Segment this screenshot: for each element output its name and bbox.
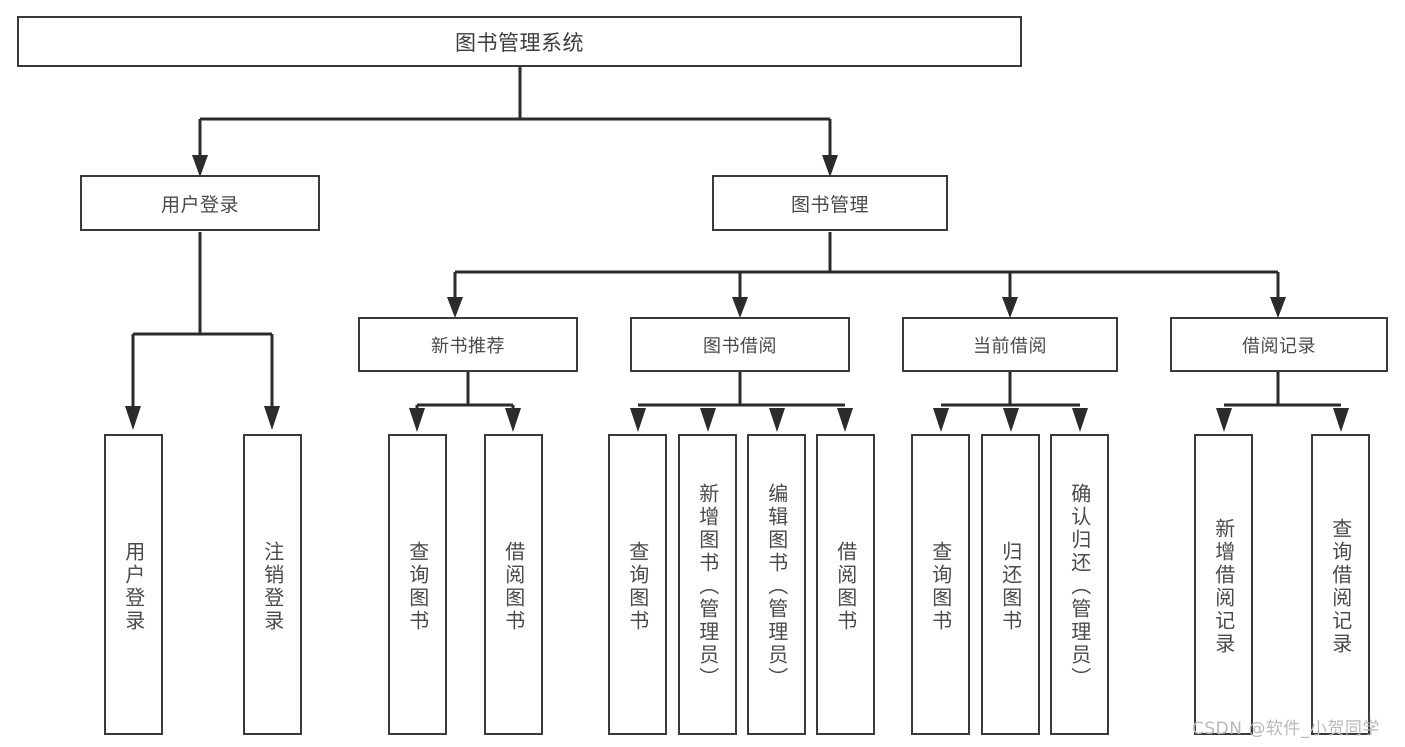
node-label: 图书借阅: [703, 335, 777, 357]
node-leaf-add-borrow-record[interactable]: 新增借阅记录: [1194, 434, 1253, 735]
node-leaf-confirm-return-admin[interactable]: 确认归还（管理员）: [1050, 434, 1109, 735]
arrow-book-management: [822, 155, 838, 177]
node-label: 归还图书: [998, 540, 1023, 633]
node-label: 确认归还（管理员）: [1067, 483, 1092, 690]
arrow-leaf-return-book: [1003, 408, 1019, 432]
arrow-leaf-user-login: [125, 406, 141, 430]
node-book-borrow[interactable]: 图书借阅: [630, 317, 850, 372]
node-user-login[interactable]: 用户登录: [80, 175, 320, 231]
arrow-current-borrow: [1002, 297, 1018, 318]
node-label: 图书管理: [790, 193, 869, 216]
node-leaf-query-book-1[interactable]: 查询图书: [388, 434, 447, 735]
node-label: 用户登录: [121, 540, 146, 633]
arrow-book-borrow: [732, 297, 748, 318]
csdn-watermark: CSDN @软件_小贺同学: [1192, 719, 1380, 739]
node-leaf-logout-login[interactable]: 注销登录: [243, 434, 302, 735]
node-label: 新增图书（管理员）: [695, 483, 720, 690]
node-leaf-edit-book-admin[interactable]: 编辑图书（管理员）: [747, 434, 806, 735]
arrow-leaf-borrow-book-2: [837, 408, 853, 432]
node-label: 借阅图书: [833, 540, 858, 633]
arrow-new-book-recommend: [447, 297, 463, 318]
node-label: 新增借阅记录: [1211, 517, 1236, 656]
arrow-leaf-confirm-return: [1072, 408, 1088, 432]
arrow-leaf-query-book-1: [409, 408, 425, 432]
arrow-leaf-borrow-book-1: [505, 408, 521, 432]
arrow-borrow-record: [1270, 297, 1286, 318]
node-label: 借阅图书: [501, 540, 526, 633]
node-leaf-query-book-2[interactable]: 查询图书: [608, 434, 667, 735]
node-label: 查询借阅记录: [1328, 517, 1353, 656]
node-new-book-recommend[interactable]: 新书推荐: [358, 317, 578, 372]
node-leaf-query-book-3[interactable]: 查询图书: [911, 434, 970, 735]
arrow-leaf-query-book-2: [630, 408, 646, 432]
node-book-management[interactable]: 图书管理: [712, 175, 948, 231]
node-label: 图书管理系统: [455, 30, 584, 55]
node-label: 注销登录: [260, 540, 285, 633]
node-label: 新书推荐: [431, 335, 505, 357]
node-current-borrow[interactable]: 当前借阅: [902, 317, 1118, 372]
node-leaf-user-login[interactable]: 用户登录: [104, 434, 163, 735]
arrow-leaf-add-record: [1216, 408, 1232, 432]
node-label: 查询图书: [405, 540, 430, 633]
node-leaf-add-book-admin[interactable]: 新增图书（管理员）: [678, 434, 737, 735]
node-label: 查询图书: [625, 540, 650, 633]
node-leaf-borrow-book-1[interactable]: 借阅图书: [484, 434, 543, 735]
node-root-book-management-system[interactable]: 图书管理系统: [17, 16, 1022, 67]
node-leaf-borrow-book-2[interactable]: 借阅图书: [816, 434, 875, 735]
node-borrow-record[interactable]: 借阅记录: [1170, 317, 1388, 372]
arrow-leaf-add-book: [700, 408, 716, 432]
node-leaf-return-book[interactable]: 归还图书: [981, 434, 1040, 735]
node-label: 借阅记录: [1242, 335, 1316, 357]
arrow-leaf-edit-book: [769, 408, 785, 432]
arrow-leaf-query-record: [1333, 408, 1349, 432]
arrow-leaf-query-book-3: [933, 408, 949, 432]
node-label: 查询图书: [928, 540, 953, 633]
node-label: 当前借阅: [973, 335, 1047, 357]
arrow-user-login: [192, 155, 208, 177]
node-label: 编辑图书（管理员）: [764, 483, 789, 690]
arrow-leaf-logout: [264, 406, 280, 430]
node-leaf-query-borrow-record[interactable]: 查询借阅记录: [1311, 434, 1370, 735]
node-label: 用户登录: [160, 193, 239, 216]
